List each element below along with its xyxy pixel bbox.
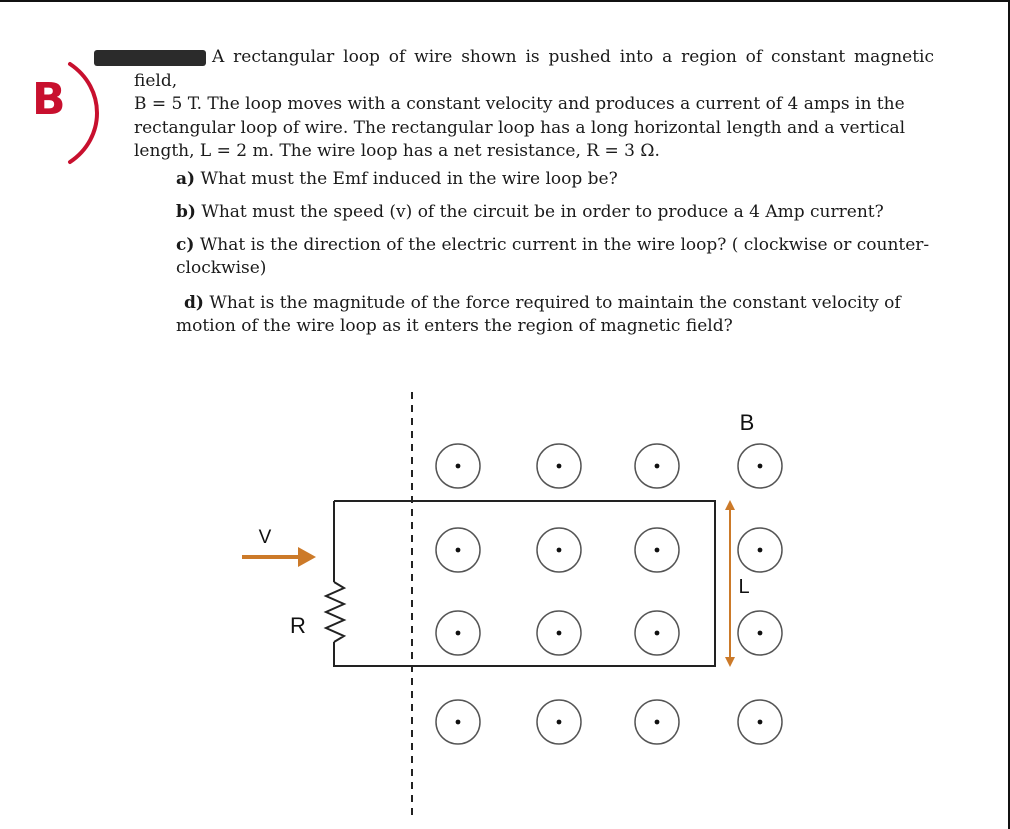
field-dot-icon	[737, 443, 783, 489]
field-dot-icon	[737, 527, 783, 573]
frame-top-border	[0, 0, 1010, 2]
label-length: L	[738, 576, 749, 598]
question-c: c) What is the direction of the electric…	[176, 234, 936, 280]
field-dot-icon	[737, 699, 783, 745]
question-c-text-line2: clockwise)	[176, 258, 267, 278]
loop-diagram: V R L B	[242, 392, 783, 820]
field-dot-icon	[634, 443, 680, 489]
field-dot-icon	[435, 610, 481, 656]
field-dot-icon	[634, 699, 680, 745]
field-dot-icon	[634, 610, 680, 656]
question-a: a) What must the Emf induced in the wire…	[176, 168, 618, 191]
label-magnetic-field: B	[740, 410, 755, 435]
velocity-arrow-head-icon	[298, 547, 316, 567]
question-a-tag: a)	[176, 169, 196, 189]
question-c-tag: c)	[176, 235, 195, 255]
intro-line-2: B = 5 T. The loop moves with a constant …	[134, 94, 905, 114]
field-dot-icon	[536, 699, 582, 745]
intro-line-3: rectangular loop of wire. The rectangula…	[134, 117, 906, 138]
frame-right-border	[1008, 0, 1010, 829]
intro-line-1: A rectangular loop of wire shown is push…	[134, 47, 934, 91]
handwritten-paren-icon	[68, 62, 99, 164]
wire-loop	[333, 500, 716, 667]
resistor-icon	[323, 581, 347, 643]
field-dot-icon	[536, 527, 582, 573]
field-dot-icon	[634, 527, 680, 573]
question-a-text: What must the Emf induced in the wire lo…	[200, 169, 618, 189]
question-d-text-line1: What is the magnitude of the force requi…	[209, 293, 901, 313]
question-d: d) What is the magnitude of the force re…	[176, 292, 936, 338]
field-dot-icon	[737, 610, 783, 656]
intro-line-4: length, L = 2 m. The wire loop has a net…	[134, 141, 660, 161]
field-dot-icon	[536, 610, 582, 656]
label-resistance: R	[290, 613, 306, 638]
field-dot-icon	[536, 443, 582, 489]
question-d-text-line2: motion of the wire loop as it enters the…	[176, 316, 733, 336]
magnetic-field-grid	[435, 443, 783, 745]
question-b-text: What must the speed (v) of the circuit b…	[201, 202, 884, 222]
field-dot-icon	[435, 527, 481, 573]
problem-statement: A rectangular loop of wire shown is push…	[134, 46, 934, 164]
question-b: b) What must the speed (v) of the circui…	[176, 201, 884, 224]
question-b-tag: b)	[176, 202, 196, 222]
question-c-text-line1: What is the direction of the electric cu…	[199, 235, 930, 255]
handwritten-problem-marker: B	[32, 74, 66, 125]
redacted-problem-number	[94, 50, 206, 66]
label-velocity: V	[259, 527, 272, 548]
field-dot-icon	[435, 699, 481, 745]
length-arrow-bottom-icon	[725, 657, 735, 667]
length-arrow-top-icon	[725, 500, 735, 510]
field-dot-icon	[435, 443, 481, 489]
question-d-tag: d)	[184, 293, 204, 313]
